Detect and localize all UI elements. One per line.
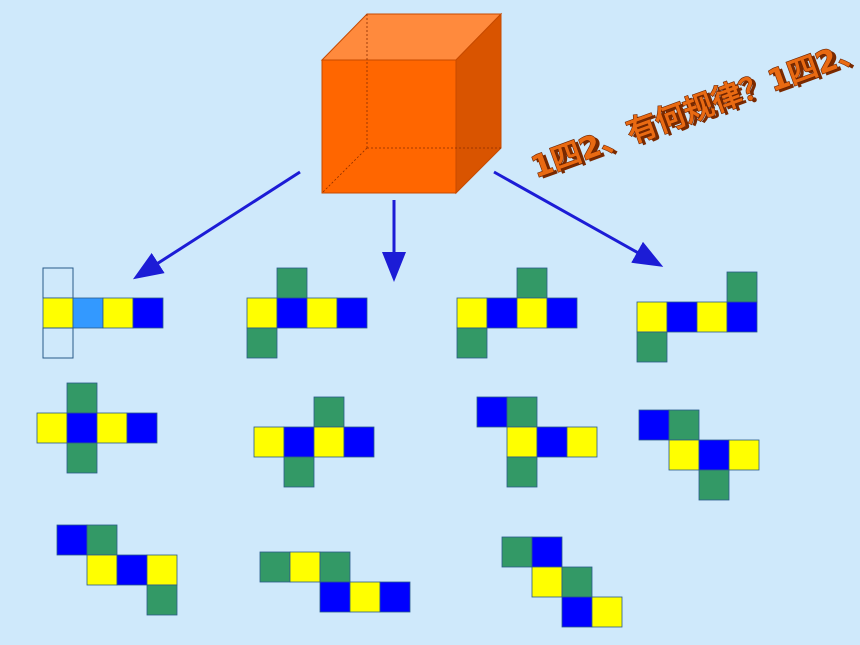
arrows (132, 170, 664, 282)
net-cell (319, 551, 351, 583)
svg-text:1四2、有何规律？1四2、有何规律？: 1四2、有何规律？1四2、有何规律？ (527, 0, 860, 186)
net-9 (56, 524, 178, 616)
net-2 (246, 267, 368, 359)
net-cell (506, 426, 538, 458)
net-cell (698, 469, 730, 501)
net-cell (132, 297, 164, 329)
net-cell-blank (42, 327, 74, 359)
net-cell (476, 396, 508, 428)
cube (320, 12, 503, 195)
net-cell (501, 536, 533, 568)
net-cell (276, 267, 308, 299)
net-cell (486, 297, 518, 329)
net-cell (246, 297, 278, 329)
net-cell (531, 566, 563, 598)
net-cell (668, 409, 700, 441)
net-6 (253, 396, 375, 488)
net-cell (56, 524, 88, 556)
net-cell (146, 554, 178, 586)
net-cell (306, 297, 338, 329)
net-cell (531, 536, 563, 568)
net-cell (146, 584, 178, 616)
net-cell (516, 267, 548, 299)
net-cell (259, 551, 291, 583)
net-cell (726, 301, 758, 333)
net-cell (591, 596, 623, 628)
net-cell (379, 581, 411, 613)
net-cell (319, 581, 351, 613)
net-cell (506, 456, 538, 488)
net-cell (283, 456, 315, 488)
net-cell (456, 297, 488, 329)
net-5 (36, 382, 158, 474)
net-cell (36, 412, 68, 444)
net-cell (728, 439, 760, 471)
net-10 (259, 551, 411, 613)
net-1 (42, 267, 164, 359)
net-cell (86, 524, 118, 556)
net-cell (66, 412, 98, 444)
net-cell (42, 297, 74, 329)
arrow-right (493, 170, 664, 267)
net-cell (86, 554, 118, 586)
net-cell (253, 426, 285, 458)
net-8 (638, 409, 760, 501)
net-cell (561, 566, 593, 598)
cube-nets (36, 267, 760, 628)
net-cell (506, 396, 538, 428)
wordart-heading: 1四2、有何规律？1四2、有何规律？ 1四2、有何规律？1四2、有何规律？ (526, 0, 860, 187)
net-cell (276, 297, 308, 329)
net-cell (666, 301, 698, 333)
net-cell (536, 426, 568, 458)
net-cell (72, 297, 104, 329)
net-cell (668, 439, 700, 471)
net-7 (476, 396, 598, 488)
net-cell (566, 426, 598, 458)
net-cell (283, 426, 315, 458)
net-cell (66, 442, 98, 474)
net-cell (246, 327, 278, 359)
net-cell (102, 297, 134, 329)
net-cell (726, 271, 758, 303)
net-cell (636, 331, 668, 363)
net-cell (349, 581, 381, 613)
net-cell (696, 301, 728, 333)
net-cell (516, 297, 548, 329)
net-cell (456, 327, 488, 359)
net-cell (698, 439, 730, 471)
arrow-left (132, 170, 301, 280)
net-cell (96, 412, 128, 444)
cube-front-face (321, 59, 457, 194)
net-cell (343, 426, 375, 458)
net-cell (561, 596, 593, 628)
net-cell (126, 412, 158, 444)
net-cell-blank (42, 267, 74, 299)
net-11 (501, 536, 623, 628)
net-cell (636, 301, 668, 333)
net-cell (546, 297, 578, 329)
net-cell (66, 382, 98, 414)
net-cell (313, 426, 345, 458)
net-4 (636, 271, 758, 363)
net-cell (289, 551, 321, 583)
net-cell (116, 554, 148, 586)
cube-hidden-edges (321, 14, 501, 194)
net-3 (456, 267, 578, 359)
net-cell (336, 297, 368, 329)
net-cell (313, 396, 345, 428)
net-cell (638, 409, 670, 441)
